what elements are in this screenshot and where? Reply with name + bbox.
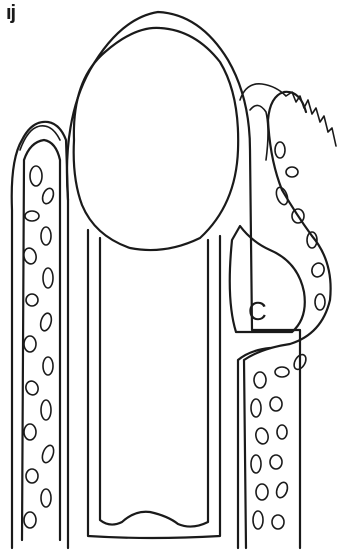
left-trabecular-bone [22, 166, 56, 528]
right-gum-edge [250, 105, 268, 160]
root-canal [100, 238, 208, 527]
enamel-crown [74, 28, 239, 250]
cyst-label: C [248, 296, 267, 327]
cyst-cavity [230, 226, 305, 332]
root-inner-wall [88, 230, 220, 538]
right-gingiva-serrated [240, 84, 336, 146]
tooth-outer-outline [67, 12, 300, 548]
right-trabecular-bone-upper [274, 142, 326, 310]
